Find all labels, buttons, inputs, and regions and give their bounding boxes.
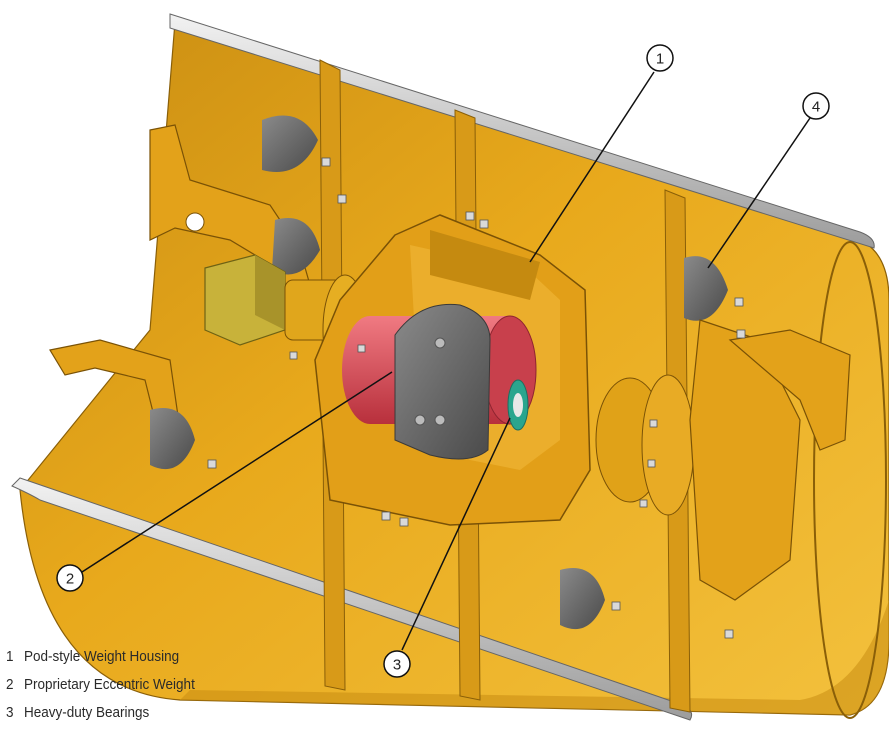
legend-number: 3 [6,704,14,721]
legend-label: Proprietary Eccentric Weight [24,676,195,693]
callout-number: 4 [812,99,820,116]
axle-hub [595,319,851,601]
callout-marker-3: 3 [383,650,411,678]
legend-label: Heavy-duty Bearings [24,704,150,721]
callout-marker-2: 2 [56,564,84,592]
legend-label: Pod-style Weight Housing [24,648,180,665]
legend-number: 1 [6,648,14,665]
callout-leaders [81,71,811,651]
callout-marker-4: 4 [802,92,830,120]
callout-number: 3 [393,657,401,674]
legend-item: 2 Proprietary Eccentric Weight [6,676,276,704]
legend-number: 2 [6,676,14,693]
bolt-heads [207,157,746,639]
legend-item: 1 Pod-style Weight Housing [6,648,276,676]
heavy-duty-bearing [507,379,529,431]
callout-number: 2 [66,571,74,588]
eccentric-weight [342,303,537,460]
rubber-isolators [150,115,728,630]
parts-legend: 1 Pod-style Weight Housing 2 Proprietary… [6,648,306,732]
callout-number: 1 [656,51,664,68]
legend-item: 3 Heavy-duty Bearings [6,704,276,732]
callout-marker-1: 1 [646,44,674,72]
